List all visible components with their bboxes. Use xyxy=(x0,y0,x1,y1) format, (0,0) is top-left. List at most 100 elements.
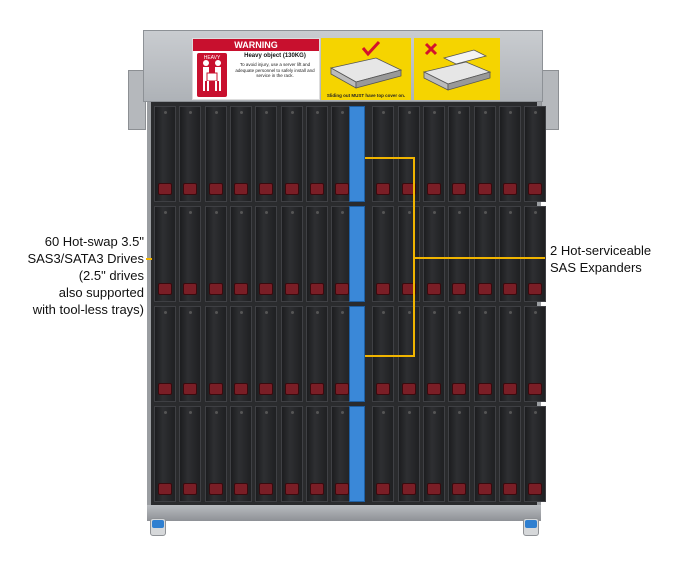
drive-tray[interactable] xyxy=(154,406,176,502)
drive-tray[interactable] xyxy=(204,406,227,502)
drive-latch[interactable] xyxy=(309,383,324,395)
drive-tray[interactable] xyxy=(154,106,176,202)
drive-latch[interactable] xyxy=(427,183,441,195)
drive-latch[interactable] xyxy=(335,383,350,395)
drive-latch[interactable] xyxy=(183,283,198,295)
drive-tray[interactable] xyxy=(498,206,521,302)
drive-tray[interactable] xyxy=(423,206,445,302)
drive-tray[interactable] xyxy=(473,106,496,202)
drive-latch[interactable] xyxy=(335,483,350,495)
drive-latch[interactable] xyxy=(528,183,543,195)
drive-latch[interactable] xyxy=(376,483,391,495)
drive-tray[interactable] xyxy=(448,406,471,502)
drive-latch[interactable] xyxy=(309,483,324,495)
drive-tray[interactable] xyxy=(524,106,547,202)
drive-latch[interactable] xyxy=(158,183,172,195)
drive-latch[interactable] xyxy=(427,483,441,495)
drive-latch[interactable] xyxy=(208,183,223,195)
drive-tray[interactable] xyxy=(305,206,328,302)
drive-latch[interactable] xyxy=(502,183,517,195)
drive-tray[interactable] xyxy=(154,206,176,302)
drive-tray[interactable] xyxy=(280,406,303,502)
drive-latch[interactable] xyxy=(233,183,248,195)
drive-latch[interactable] xyxy=(502,483,517,495)
drive-tray[interactable] xyxy=(280,206,303,302)
drive-latch[interactable] xyxy=(233,483,248,495)
drive-tray[interactable] xyxy=(331,406,354,502)
drive-tray[interactable] xyxy=(179,306,202,402)
drive-latch[interactable] xyxy=(183,483,198,495)
drive-tray[interactable] xyxy=(255,206,278,302)
drive-latch[interactable] xyxy=(528,283,543,295)
drive-tray[interactable] xyxy=(524,306,547,402)
drive-latch[interactable] xyxy=(376,283,391,295)
drive-latch[interactable] xyxy=(477,283,492,295)
drive-latch[interactable] xyxy=(401,483,416,495)
drive-latch[interactable] xyxy=(376,383,391,395)
drive-latch[interactable] xyxy=(528,383,543,395)
drive-tray[interactable] xyxy=(498,406,521,502)
drive-latch[interactable] xyxy=(427,283,441,295)
drive-latch[interactable] xyxy=(259,483,274,495)
drive-tray[interactable] xyxy=(423,406,445,502)
drive-tray[interactable] xyxy=(305,306,328,402)
drive-latch[interactable] xyxy=(401,283,416,295)
sas-expander-module[interactable] xyxy=(349,206,365,302)
drive-tray[interactable] xyxy=(229,306,252,402)
drive-latch[interactable] xyxy=(309,183,324,195)
drive-tray[interactable] xyxy=(255,406,278,502)
drive-latch[interactable] xyxy=(259,183,274,195)
drive-latch[interactable] xyxy=(158,283,172,295)
drive-latch[interactable] xyxy=(158,483,172,495)
drive-tray[interactable] xyxy=(331,206,354,302)
sas-expander-module[interactable] xyxy=(349,306,365,402)
drive-tray[interactable] xyxy=(280,106,303,202)
drive-tray[interactable] xyxy=(255,106,278,202)
drive-tray[interactable] xyxy=(397,306,420,402)
drive-tray[interactable] xyxy=(280,306,303,402)
drive-tray[interactable] xyxy=(229,406,252,502)
drive-latch[interactable] xyxy=(158,383,172,395)
drive-latch[interactable] xyxy=(376,183,391,195)
drive-latch[interactable] xyxy=(452,383,467,395)
drive-latch[interactable] xyxy=(528,483,543,495)
drive-tray[interactable] xyxy=(372,406,395,502)
drive-latch[interactable] xyxy=(233,283,248,295)
drive-latch[interactable] xyxy=(452,283,467,295)
drive-tray[interactable] xyxy=(397,406,420,502)
drive-tray[interactable] xyxy=(473,406,496,502)
drive-tray[interactable] xyxy=(372,206,395,302)
drive-tray[interactable] xyxy=(498,306,521,402)
drive-latch[interactable] xyxy=(477,483,492,495)
drive-tray[interactable] xyxy=(423,306,445,402)
sas-expander-module[interactable] xyxy=(349,106,365,202)
drive-latch[interactable] xyxy=(502,283,517,295)
drive-tray[interactable] xyxy=(255,306,278,402)
drive-tray[interactable] xyxy=(498,106,521,202)
drive-latch[interactable] xyxy=(309,283,324,295)
drive-latch[interactable] xyxy=(427,383,441,395)
drive-tray[interactable] xyxy=(423,106,445,202)
drive-tray[interactable] xyxy=(179,206,202,302)
drive-latch[interactable] xyxy=(335,283,350,295)
drive-latch[interactable] xyxy=(452,483,467,495)
sas-expander-module[interactable] xyxy=(349,406,365,502)
drive-tray[interactable] xyxy=(204,306,227,402)
drive-tray[interactable] xyxy=(473,206,496,302)
drive-tray[interactable] xyxy=(229,206,252,302)
drive-latch[interactable] xyxy=(502,383,517,395)
drive-latch[interactable] xyxy=(401,183,416,195)
drive-tray[interactable] xyxy=(397,206,420,302)
drive-latch[interactable] xyxy=(208,483,223,495)
drive-tray[interactable] xyxy=(305,106,328,202)
drive-tray[interactable] xyxy=(372,106,395,202)
drive-latch[interactable] xyxy=(233,383,248,395)
drive-latch[interactable] xyxy=(284,283,299,295)
drive-latch[interactable] xyxy=(284,383,299,395)
drive-latch[interactable] xyxy=(284,183,299,195)
drive-tray[interactable] xyxy=(524,206,547,302)
drive-latch[interactable] xyxy=(452,183,467,195)
drive-tray[interactable] xyxy=(229,106,252,202)
drive-latch[interactable] xyxy=(208,283,223,295)
drive-tray[interactable] xyxy=(397,106,420,202)
